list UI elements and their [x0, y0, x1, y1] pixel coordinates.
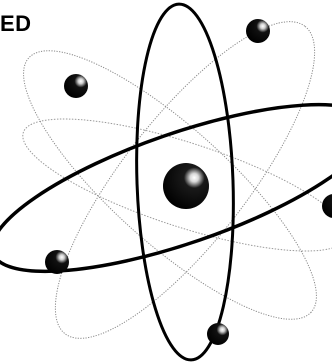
electron-bottom [207, 323, 229, 345]
electron-top-right [246, 19, 270, 43]
nucleus [163, 163, 209, 209]
electron-left [64, 74, 88, 98]
electron-bottom-left [45, 250, 69, 274]
electron-right-edge [322, 194, 332, 218]
